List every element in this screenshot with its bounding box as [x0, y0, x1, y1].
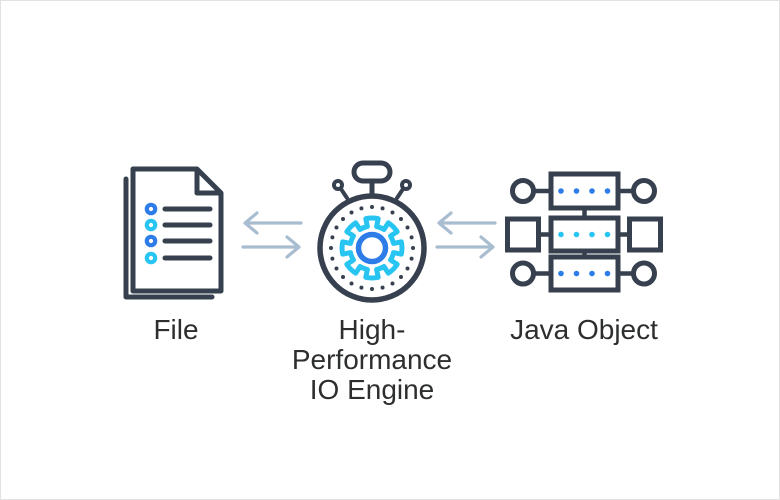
stopwatch-body [317, 193, 427, 303]
data-dot-blue [558, 270, 564, 277]
stopwatch-gear-icon [317, 160, 427, 303]
data-dot-blue [589, 270, 595, 277]
stopwatch-right-knob [400, 179, 412, 191]
arrows-file-engine [241, 211, 303, 259]
dotted-ring [329, 205, 415, 291]
file-node-label: File [153, 314, 199, 345]
gear-hub [355, 231, 389, 265]
data-dot-cyan [558, 231, 564, 238]
node-circle [510, 178, 536, 204]
file-document-icon [123, 166, 224, 300]
java-object-structure-icon [505, 171, 663, 293]
bullet-dot-cyan [144, 251, 158, 265]
file-front-page [130, 166, 224, 294]
stopwatch-right-knob-stem [395, 187, 405, 200]
bullet-dot-blue [144, 202, 158, 216]
bullet-dot-cyan [144, 218, 158, 232]
arrow-left-head [437, 211, 453, 235]
data-dot-blue [604, 188, 611, 194]
arrow-right-head [479, 235, 495, 259]
data-dot-cyan [573, 231, 580, 238]
stopwatch-left-knob-stem [339, 187, 349, 200]
arrow-left-head [243, 211, 259, 235]
data-dot-blue [589, 188, 595, 194]
node-square [505, 216, 541, 253]
data-dot-cyan [589, 231, 595, 238]
io-engine-node-label: High-Performance IO Engine [262, 315, 482, 405]
stopwatch-left-knob [332, 179, 344, 191]
node-circle [631, 260, 657, 287]
arrows-engine-java [435, 211, 497, 259]
data-dot-blue [558, 188, 564, 194]
bullet-dot-blue [144, 234, 158, 248]
gear-icon [339, 215, 405, 281]
data-dot-cyan [604, 231, 611, 238]
node-square [627, 216, 663, 253]
file-back-page [123, 176, 215, 300]
data-dot-blue [573, 188, 580, 194]
arrow-right-head [285, 235, 301, 259]
io-engine-label-line1: High-Performance [291, 314, 453, 375]
data-dot-blue [573, 270, 580, 277]
node-circle [510, 260, 536, 287]
io-engine-label-line2: IO Engine [309, 374, 435, 405]
data-dot-blue [604, 270, 611, 277]
stopwatch-top-button [351, 160, 393, 184]
node-circle [631, 178, 657, 204]
java-object-node-label: Java Object [510, 314, 658, 345]
file-corner-fold [194, 169, 221, 196]
